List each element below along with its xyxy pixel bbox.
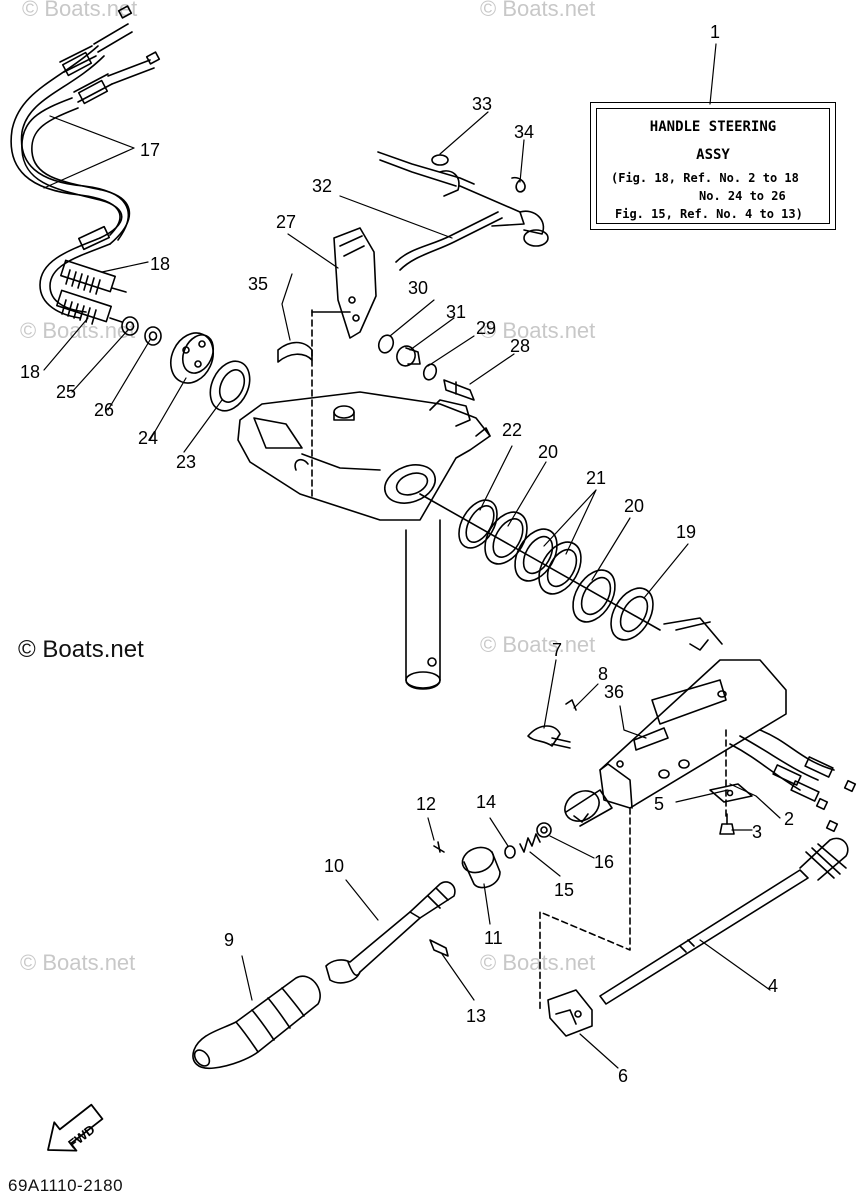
part-number-label: 12 <box>416 794 436 814</box>
part-number-label: 1 <box>710 22 720 42</box>
assembly-callout: HANDLE STEERING ASSY (Fig. 18, Ref. No. … <box>590 102 836 230</box>
steering-handle <box>539 617 857 1011</box>
part-number-label: 17 <box>140 140 160 160</box>
part-number-label: 5 <box>654 794 664 814</box>
watermark: © Boats.net <box>480 0 596 21</box>
part-number-label: 14 <box>476 792 496 812</box>
part-number-label: 11 <box>484 928 503 948</box>
part-number-label: 6 <box>618 1066 628 1086</box>
part-number-labels: 1 2 3 4 5 6 7 8 9 10 11 12 13 14 15 16 1… <box>20 22 794 1086</box>
part-number-label: 13 <box>466 1006 486 1026</box>
copyright-notice: © Boats.net <box>18 636 144 663</box>
part-number-label: 23 <box>176 452 196 472</box>
part-number-label: 2 <box>784 809 794 829</box>
part-number-label: 30 <box>408 278 428 298</box>
throttle-cables <box>10 5 161 325</box>
part-number-label: 32 <box>312 176 332 196</box>
steering-bracket <box>237 309 491 521</box>
part-number-label: 4 <box>768 976 778 996</box>
assembly-callout-frame: HANDLE STEERING ASSY (Fig. 18, Ref. No. … <box>596 108 830 224</box>
part-number-label: 28 <box>510 336 530 356</box>
part-number-label: 31 <box>446 302 466 322</box>
watermark: © Boats.net <box>480 632 596 657</box>
part-number-label: 10 <box>324 856 344 876</box>
callout-subtitle: ASSY <box>696 147 730 163</box>
callout-line: (Fig. 18, Ref. No. 2 to 18 <box>611 171 799 185</box>
part-number-label: 7 <box>552 640 562 660</box>
part-number-label: 24 <box>138 428 158 448</box>
part-number-label: 18 <box>20 362 40 382</box>
callout-title: HANDLE STEERING <box>649 119 777 135</box>
callout-line: No. 24 to 26 <box>699 189 786 203</box>
part-number-label: 18 <box>150 254 170 274</box>
part-number-label: 20 <box>624 496 644 516</box>
watermark: © Boats.net <box>20 950 136 975</box>
watermark: © Boats.net <box>22 0 138 21</box>
part-number-label: 9 <box>224 930 234 950</box>
watermark: © Boats.net <box>480 318 596 343</box>
part-number-label: 36 <box>604 682 624 702</box>
part-number-label: 21 <box>586 468 606 488</box>
watermark: © Boats.net <box>480 950 596 975</box>
fwd-arrow-icon <box>47 1103 104 1152</box>
part-number-label: 29 <box>476 318 496 338</box>
part-number-label: 35 <box>248 274 268 294</box>
part-number-label: 26 <box>94 400 114 420</box>
part-number-label: 3 <box>752 822 762 842</box>
part-number-label: 8 <box>598 664 608 684</box>
part-number-label: 34 <box>514 122 534 142</box>
callout-line: Fig. 15, Ref. No. 4 to 13) <box>615 207 803 221</box>
part-number-label: 33 <box>472 94 492 114</box>
part-number-label: 25 <box>56 382 76 402</box>
diagram-code: 69A1110-2180 <box>8 1176 124 1195</box>
part-number-label: 27 <box>276 212 296 232</box>
part-number-label: 22 <box>502 420 522 440</box>
part-number-label: 20 <box>538 442 558 462</box>
part-number-label: 15 <box>554 880 574 900</box>
part-number-label: 16 <box>594 852 614 872</box>
part-number-label: 19 <box>676 522 696 542</box>
